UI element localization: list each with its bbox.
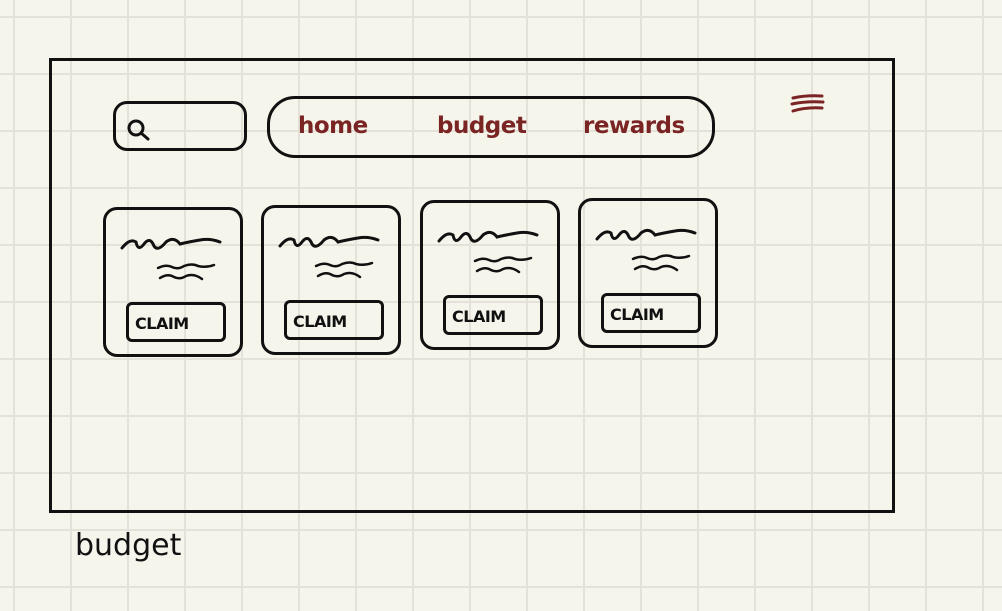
reward-card: CLAIM [103, 207, 243, 357]
claim-button[interactable]: CLAIM [284, 300, 384, 340]
search-input[interactable] [113, 101, 247, 151]
placeholder-text-icon [437, 230, 539, 274]
nav-item-rewards[interactable]: rewards [583, 113, 685, 139]
screen-caption: budget [75, 528, 182, 563]
claim-button[interactable]: CLAIM [126, 302, 226, 342]
placeholder-text-icon [120, 237, 222, 281]
reward-card: CLAIM [420, 200, 560, 350]
nav-item-home[interactable]: home [298, 113, 368, 139]
reward-card: CLAIM [578, 198, 718, 348]
wireframe-screen [49, 58, 895, 513]
placeholder-text-icon [278, 235, 380, 279]
nav-bar: home budget rewards [267, 96, 715, 158]
placeholder-text-icon [595, 228, 697, 272]
reward-card: CLAIM [261, 205, 401, 355]
hamburger-menu-icon[interactable] [790, 93, 826, 117]
claim-button[interactable]: CLAIM [601, 293, 701, 333]
search-icon [127, 119, 150, 141]
nav-item-budget[interactable]: budget [437, 113, 527, 139]
claim-button[interactable]: CLAIM [443, 295, 543, 335]
